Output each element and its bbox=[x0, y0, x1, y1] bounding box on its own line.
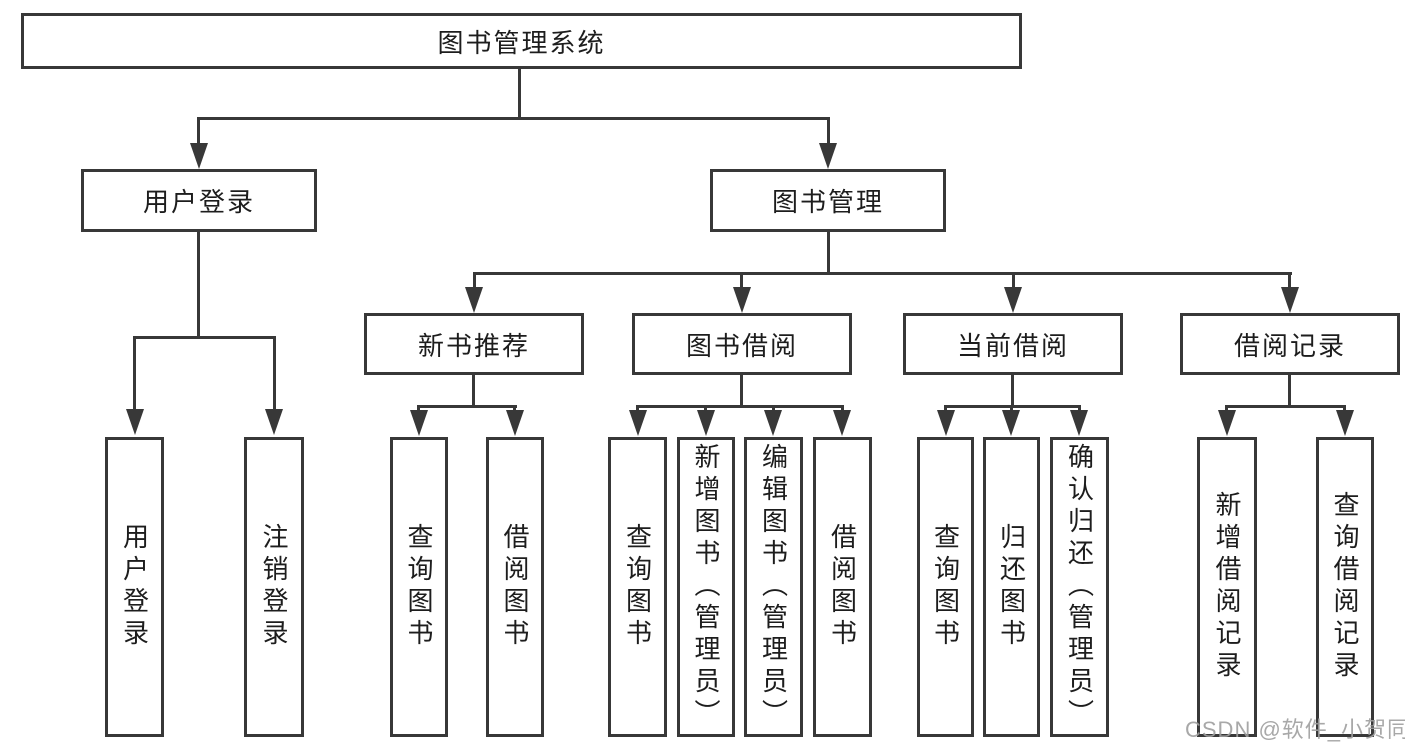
connector-to-leaf bbox=[1078, 405, 1081, 413]
node-user-login-label: 用户登录 bbox=[142, 187, 255, 217]
connector-to-leaf bbox=[772, 405, 775, 413]
connector-current-borrow-stem bbox=[1011, 375, 1014, 405]
node-leaf-bb-add-books: 新增图书（管理员） bbox=[677, 437, 735, 737]
connector-new-book-recommend-bar bbox=[417, 405, 517, 408]
arrow-down-icon bbox=[465, 287, 483, 313]
arrow-down-icon bbox=[629, 410, 647, 436]
node-leaf-user-login-label: 用户登录 bbox=[119, 523, 150, 651]
node-current-borrow: 当前借阅 bbox=[903, 313, 1123, 375]
arrow-down-icon bbox=[126, 409, 144, 435]
arrow-down-icon bbox=[937, 410, 955, 436]
arrow-down-icon bbox=[733, 287, 751, 313]
connector-root-to-user-login bbox=[197, 117, 200, 145]
connector-to-leaf bbox=[704, 405, 707, 413]
node-leaf-cb-query-books: 查询图书 bbox=[917, 437, 974, 737]
connector-root-stem bbox=[518, 69, 521, 117]
arrow-down-icon bbox=[1002, 410, 1020, 436]
node-leaf-user-login: 用户登录 bbox=[105, 437, 164, 737]
node-book-management: 图书管理 bbox=[710, 169, 946, 232]
node-leaf-cb-confirm-return-label: 确认归还（管理员） bbox=[1064, 443, 1095, 731]
connector-to-book-borrow bbox=[740, 272, 743, 288]
node-new-book-recommend: 新书推荐 bbox=[364, 313, 584, 375]
node-leaf-bb-query-books-label: 查询图书 bbox=[622, 523, 653, 651]
node-leaf-cb-confirm-return: 确认归还（管理员） bbox=[1050, 437, 1109, 737]
node-leaf-bb-borrow-books-label: 借阅图书 bbox=[827, 523, 858, 651]
node-leaf-logout: 注销登录 bbox=[244, 437, 304, 737]
connector-to-leaf bbox=[513, 405, 516, 413]
node-leaf-br-query-record: 查询借阅记录 bbox=[1316, 437, 1374, 737]
arrow-down-icon bbox=[1281, 287, 1299, 313]
node-root-label: 图书管理系统 bbox=[437, 27, 606, 58]
node-borrow-records-label: 借阅记录 bbox=[1233, 330, 1346, 361]
node-leaf-bb-query-books: 查询图书 bbox=[608, 437, 667, 737]
node-current-borrow-label: 当前借阅 bbox=[956, 330, 1069, 361]
node-leaf-br-query-record-label: 查询借阅记录 bbox=[1330, 491, 1360, 683]
connector-borrow-records-stem bbox=[1288, 375, 1291, 405]
connector-to-leaf bbox=[1225, 405, 1228, 413]
node-leaf-logout-label: 注销登录 bbox=[259, 523, 289, 651]
node-leaf-nb-query-books: 查询图书 bbox=[390, 437, 448, 737]
connector-to-leaf bbox=[417, 405, 420, 413]
connector-user-login-stem bbox=[197, 232, 200, 336]
connector-user-login-bar bbox=[133, 336, 276, 339]
node-leaf-bb-edit-books: 编辑图书（管理员） bbox=[744, 437, 803, 737]
node-leaf-cb-query-books-label: 查询图书 bbox=[930, 523, 961, 651]
arrow-down-icon bbox=[265, 409, 283, 435]
connector-new-book-recommend-stem bbox=[472, 375, 475, 405]
node-leaf-bb-borrow-books: 借阅图书 bbox=[813, 437, 872, 737]
connector-to-current-borrow bbox=[1012, 272, 1015, 288]
node-new-book-recommend-label: 新书推荐 bbox=[417, 330, 530, 361]
arrow-down-icon bbox=[833, 410, 851, 436]
connector-to-new-book-recommend bbox=[473, 272, 476, 288]
node-leaf-bb-edit-books-label: 编辑图书（管理员） bbox=[758, 443, 789, 731]
connector-book-management-bar bbox=[473, 272, 1292, 275]
connector-book-management-stem bbox=[827, 232, 830, 272]
connector-to-leaf-user-login bbox=[133, 336, 136, 410]
node-user-login: 用户登录 bbox=[81, 169, 317, 232]
connector-book-borrow-bar bbox=[636, 405, 844, 408]
node-leaf-cb-return-books: 归还图书 bbox=[983, 437, 1040, 737]
arrow-down-icon bbox=[697, 410, 715, 436]
connector-book-borrow-stem bbox=[740, 375, 743, 405]
connector-borrow-records-bar bbox=[1225, 405, 1346, 408]
node-book-borrow-label: 图书借阅 bbox=[685, 330, 798, 361]
connector-to-leaf bbox=[944, 405, 947, 413]
arrow-down-icon bbox=[1336, 410, 1354, 436]
connector-to-leaf bbox=[1010, 405, 1013, 413]
arrow-down-icon bbox=[506, 410, 524, 436]
arrow-down-icon bbox=[1070, 410, 1088, 436]
connector-to-leaf bbox=[841, 405, 844, 413]
node-leaf-cb-return-books-label: 归还图书 bbox=[996, 523, 1027, 651]
arrow-down-icon bbox=[819, 143, 837, 169]
connector-to-borrow-records bbox=[1288, 272, 1291, 288]
node-leaf-nb-borrow-books: 借阅图书 bbox=[486, 437, 544, 737]
arrow-down-icon bbox=[190, 143, 208, 169]
connector-root-bar bbox=[197, 117, 830, 120]
node-book-management-label: 图书管理 bbox=[771, 187, 884, 217]
node-leaf-br-add-record-label: 新增借阅记录 bbox=[1212, 491, 1242, 683]
connector-root-to-book-management bbox=[827, 117, 830, 145]
watermark: CSDN @软件_小贺同学 bbox=[1185, 717, 1405, 742]
node-book-borrow: 图书借阅 bbox=[632, 313, 852, 375]
arrow-down-icon bbox=[1218, 410, 1236, 436]
arrow-down-icon bbox=[1004, 287, 1022, 313]
connector-to-leaf bbox=[1343, 405, 1346, 413]
arrow-down-icon bbox=[410, 410, 428, 436]
node-borrow-records: 借阅记录 bbox=[1180, 313, 1400, 375]
node-root: 图书管理系统 bbox=[21, 13, 1022, 69]
node-leaf-br-add-record: 新增借阅记录 bbox=[1197, 437, 1257, 737]
node-leaf-nb-borrow-books-label: 借阅图书 bbox=[500, 523, 530, 651]
arrow-down-icon bbox=[764, 410, 782, 436]
node-leaf-nb-query-books-label: 查询图书 bbox=[404, 523, 434, 651]
connector-to-leaf bbox=[636, 405, 639, 413]
node-leaf-bb-add-books-label: 新增图书（管理员） bbox=[691, 443, 721, 731]
connector-to-leaf-logout bbox=[273, 336, 276, 410]
